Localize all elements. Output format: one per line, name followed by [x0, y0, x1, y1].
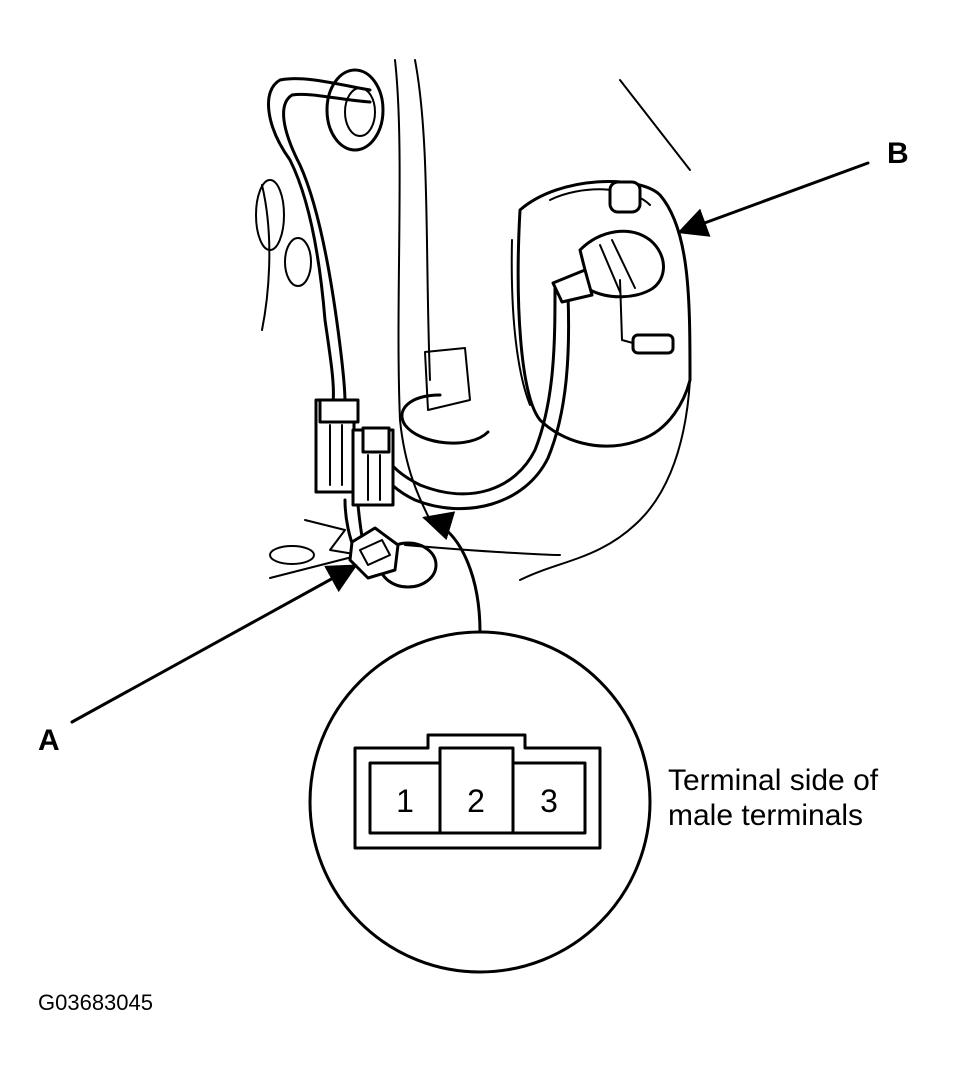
figure-code: G03683045 [38, 990, 153, 1015]
terminal-detail: 1 2 3 [308, 630, 652, 974]
panel-hole [284, 237, 312, 287]
connector-a [348, 526, 400, 580]
terminal-1-label: 1 [396, 783, 414, 819]
caption-line-2: male terminals [668, 799, 863, 832]
grommet [325, 68, 385, 152]
terminal-2-label: 2 [467, 783, 485, 819]
caption-line-1: Terminal side of [668, 764, 879, 797]
connector-face-outline [353, 733, 602, 850]
connector-b [551, 180, 675, 355]
callout-b-leader [677, 161, 870, 237]
detail-arrow [422, 511, 482, 634]
detail-circle [308, 630, 652, 974]
body-panel [255, 59, 692, 581]
callout-a-leader [70, 564, 358, 724]
panel-hole [255, 179, 285, 251]
callout-a-label: A [38, 724, 60, 757]
wire-harness [267, 77, 571, 589]
panel-hole [269, 545, 315, 565]
terminal-3-label: 3 [540, 783, 558, 819]
callout-b-label: B [887, 137, 909, 170]
terminal-3 [511, 761, 587, 835]
harness-connectors [314, 398, 400, 580]
